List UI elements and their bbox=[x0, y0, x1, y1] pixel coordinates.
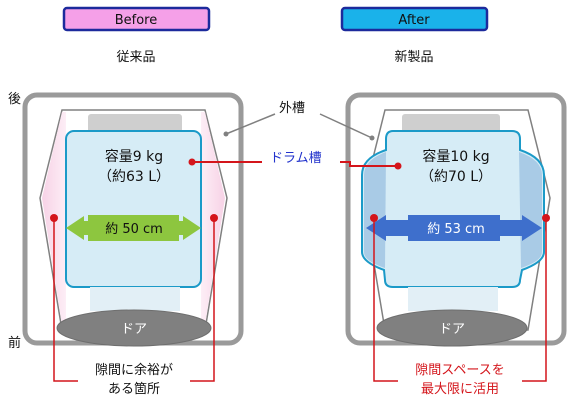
drum-leaders bbox=[192, 161, 398, 167]
after-width-label: 約 53 cm bbox=[427, 222, 485, 237]
after-door-neck bbox=[408, 287, 498, 311]
before-gap-dot-left bbox=[50, 214, 58, 222]
before-capacity-liters: （約63 L） bbox=[98, 169, 170, 185]
front-label: 前 bbox=[8, 335, 21, 351]
before-door bbox=[56, 309, 212, 347]
drum-label: ドラム槽 bbox=[270, 151, 322, 166]
after-tab: After bbox=[340, 6, 489, 32]
after-gap-dot-left bbox=[370, 214, 378, 222]
before-gap-note-line2: ある箇所 bbox=[108, 381, 160, 397]
after-subtitle: 新製品 bbox=[394, 49, 433, 65]
outer-tub-label: 外槽 bbox=[279, 101, 305, 116]
after-capacity-liters: （約70 L） bbox=[420, 169, 492, 185]
after-washer: ドア 容量10 kg （約70 L） 約 53 cm bbox=[345, 92, 567, 382]
after-drum-side-left bbox=[364, 152, 386, 268]
after-gap-note-line1: 隙間スペースを bbox=[415, 363, 504, 378]
before-width-arrow bbox=[66, 215, 201, 241]
before-gap-note-line1: 隙間に余裕が bbox=[95, 362, 173, 378]
before-tab-label: Before bbox=[115, 13, 158, 28]
outer-tub-dot-right bbox=[369, 135, 375, 141]
before-door-label: ドア bbox=[121, 322, 147, 337]
after-door-label: ドア bbox=[439, 322, 465, 337]
after-door bbox=[376, 309, 528, 347]
before-door-neck bbox=[90, 287, 180, 311]
after-drum-side-right bbox=[519, 152, 542, 268]
before-washer: ドア 容量9 kg （約63 L） 約 50 cm bbox=[22, 92, 244, 382]
after-capacity: 容量10 kg bbox=[422, 148, 489, 165]
drum-dot-left bbox=[188, 158, 196, 166]
drum-dot-right bbox=[394, 162, 402, 170]
after-width-arrow bbox=[366, 215, 542, 241]
after-tab-label: After bbox=[398, 13, 430, 28]
back-label: 後 bbox=[8, 92, 21, 107]
outer-tub-leaders bbox=[225, 113, 373, 139]
before-gap-dot-right bbox=[210, 214, 218, 222]
before-gap-pointer bbox=[53, 218, 215, 382]
after-gap-pointer bbox=[373, 218, 547, 382]
before-width-label: 約 50 cm bbox=[105, 222, 163, 237]
after-drum bbox=[361, 130, 545, 288]
after-gap-dot-right bbox=[542, 214, 550, 222]
before-subtitle: 従来品 bbox=[116, 50, 155, 65]
before-tab: Before bbox=[62, 6, 211, 32]
before-capacity: 容量9 kg bbox=[105, 148, 163, 165]
outer-tub-dot-left bbox=[223, 131, 229, 137]
after-gap-note-line2: 最大限に活用 bbox=[421, 382, 499, 397]
